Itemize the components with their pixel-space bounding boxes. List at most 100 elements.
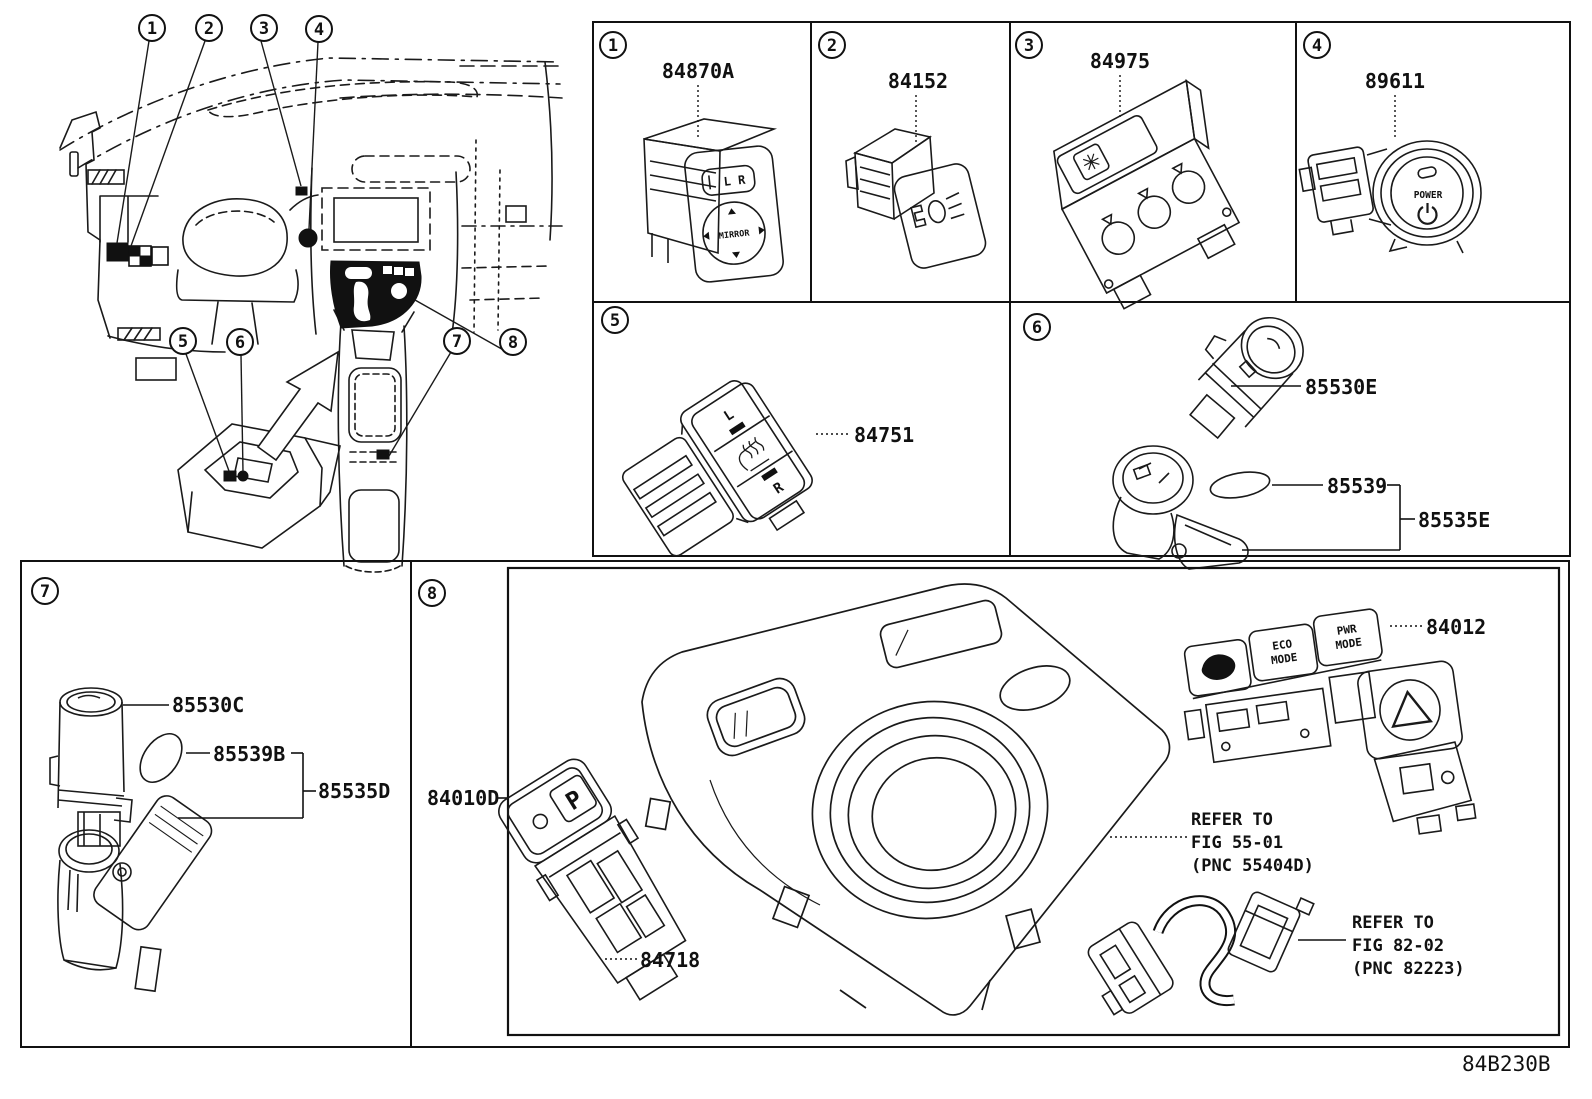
callout-5-num: 5: [178, 332, 188, 352]
callout-7-num: 7: [452, 332, 462, 352]
parking-switch-art: P: [498, 758, 687, 1001]
power-symbol-icon: [1417, 203, 1438, 225]
power-button-label: POWER: [1414, 190, 1443, 201]
callout-1-num: 1: [147, 19, 157, 39]
headlight-leveling-icon: [910, 192, 965, 229]
ref82-line1: REFER TO: [1352, 913, 1434, 933]
ref55-line3: (PNC 55404D): [1191, 856, 1314, 876]
cell-4-num: 4: [1312, 36, 1322, 56]
callout-7: 7: [443, 327, 471, 355]
part-label-84718: 84718: [640, 948, 700, 972]
callout-6: 6: [226, 328, 254, 356]
callout-leader-lines: [116, 40, 508, 473]
part-label-85535E: 85535E: [1418, 508, 1490, 532]
callout-4-num: 4: [314, 20, 324, 40]
callout-1: 1: [138, 14, 166, 42]
part-location-markers: [106, 186, 390, 482]
cell-8-console-panel: 8 84010D: [418, 566, 1561, 1037]
callout-8: 8: [499, 328, 527, 356]
callout-4: 4: [305, 15, 333, 43]
finish-panel-art: [641, 583, 1171, 1016]
table-divider-v1: [810, 21, 812, 301]
switch-assy-art: [1053, 79, 1241, 310]
cell-8-callout: 8: [418, 579, 446, 607]
hazard-switch-art: [1357, 660, 1477, 835]
cell-7-num: 7: [40, 582, 50, 602]
part-label-84975: 84975: [1090, 49, 1150, 73]
table-divider-v2: [1009, 21, 1011, 557]
part-label-84010D: 84010D: [427, 786, 499, 810]
cell-2-num: 2: [827, 36, 837, 56]
mirror-knob-label: MIRROR: [718, 228, 750, 241]
table-divider-v3: [1295, 21, 1297, 301]
cell-3-switch-assy: 3 84975: [1015, 31, 1241, 310]
parts-table-frame: [592, 21, 1571, 557]
cell-2-leveling-switch: 2 84152: [818, 31, 987, 269]
ref82-line2: FIG 82-02: [1352, 936, 1444, 956]
parking-p-label: P: [561, 785, 588, 816]
cell-6-num: 6: [1032, 318, 1042, 338]
ref82-line3: (PNC 82223): [1352, 959, 1465, 979]
cell-1-num: 1: [608, 36, 618, 56]
leveling-switch-art: [845, 128, 987, 269]
bottom-box-frame: [20, 560, 1570, 1048]
cell-1-callout: 1: [599, 31, 627, 59]
ref-fig-82-text: REFER TO FIG 82-02 (PNC 82223): [1352, 913, 1465, 979]
part-label-85539B: 85539B: [213, 742, 285, 766]
ev-mode-button-icon: [1201, 654, 1236, 680]
outlet-ring-lid-art: [1112, 445, 1271, 570]
cell-6-power-outlet: 6 85530E: [1023, 313, 1490, 570]
cell-4-callout: 4: [1303, 31, 1331, 59]
ref55-line1: REFER TO: [1191, 810, 1273, 830]
outlet-socket-vertical-art: [49, 687, 183, 847]
outlet-lid-assembly-art: [57, 795, 213, 993]
figure-code: 84B230B: [1462, 1052, 1551, 1076]
cell-5-seat-heater-switch: 5 84751 L R: [601, 306, 914, 557]
seat-heater-art: L R: [621, 380, 813, 557]
part-label-84870A: 84870A: [662, 59, 734, 83]
switch-cluster-art: ECO MODE PWR MODE: [1183, 608, 1477, 835]
pwr-mode-label-1: PWR: [1336, 622, 1358, 638]
pwr-mode-label-2: MODE: [1335, 636, 1363, 653]
part-label-84751: 84751: [854, 423, 914, 447]
callout-3: 3: [250, 14, 278, 42]
power-button-art: POWER: [1298, 140, 1482, 254]
part-label-85530C: 85530C: [172, 693, 244, 717]
bracket-85535D: [178, 752, 316, 819]
part-label-85535D: 85535D: [318, 779, 390, 803]
inner-frame: [506, 566, 1561, 1037]
wire-harness-art: [1087, 891, 1315, 1016]
mirror-lr-label: L R: [723, 173, 747, 189]
heater-right-label: R: [771, 479, 787, 497]
callout-8-num: 8: [508, 333, 518, 353]
cell-2-callout: 2: [818, 31, 846, 59]
part-label-85539: 85539: [1327, 474, 1387, 498]
cell-5-callout: 5: [601, 306, 629, 334]
bracket-85535E: [1242, 484, 1415, 551]
seat-heater-icon: [738, 437, 770, 472]
overview-callouts: 1 2 3 4 5 6 7 8: [138, 14, 527, 356]
eco-mode-label-2: MODE: [1270, 651, 1298, 668]
cell-3-num: 3: [1024, 36, 1034, 56]
cell-7-power-outlet: 7 85530C: [31, 577, 390, 993]
mirror-switch-art: L R MIRROR: [643, 118, 784, 283]
ref-fig-55-text: REFER TO FIG 55-01 (PNC 55404D): [1191, 810, 1314, 876]
outlet-socket-art: [1188, 316, 1304, 440]
cell-4-power-button: 4 89611 POWER: [1298, 31, 1482, 254]
callout-2-num: 2: [204, 19, 214, 39]
cell-7-callout: 7: [31, 577, 59, 605]
ref55-line2: FIG 55-01: [1191, 833, 1283, 853]
dashboard-lineart: [59, 57, 563, 573]
cell-3-callout: 3: [1015, 31, 1043, 59]
part-label-85530E: 85530E: [1305, 375, 1377, 399]
highlighted-switch-panel: [330, 260, 422, 329]
part-label-84152: 84152: [888, 69, 948, 93]
table-divider-h1: [592, 301, 1571, 303]
heater-left-label: L: [721, 407, 737, 425]
cell-6-callout: 6: [1023, 313, 1051, 341]
callout-6-num: 6: [235, 333, 245, 353]
part-label-89611: 89611: [1365, 69, 1425, 93]
callout-2: 2: [195, 14, 223, 42]
cell-5-num: 5: [610, 311, 620, 331]
